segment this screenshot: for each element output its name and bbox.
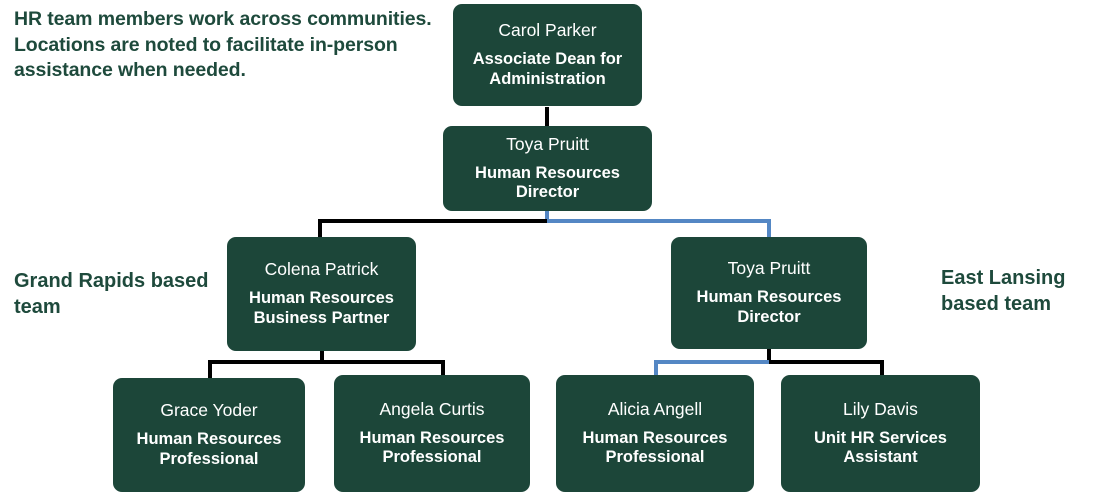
- org-node-toya-pruitt-director[interactable]: Toya Pruitt Human Resources Director: [443, 126, 652, 211]
- connector-bus-left-black: [318, 219, 547, 223]
- connector-gr-bus-right-drop: [441, 360, 445, 378]
- org-node-colena-patrick[interactable]: Colena Patrick Human Resources Business …: [227, 237, 416, 351]
- connector-bus-left-drop: [318, 219, 322, 237]
- node-person-title: Human Resources Professional: [582, 428, 728, 467]
- team-label-grand-rapids: Grand Rapids based team: [14, 270, 209, 318]
- node-person-title: Human Resources Business Partner: [249, 289, 394, 327]
- connector-toya-drop-stub: [545, 211, 549, 223]
- org-node-angela-curtis[interactable]: Angela Curtis Human Resources Profession…: [334, 375, 530, 492]
- connector-el-bus-left-drop: [654, 360, 658, 378]
- connector-toya-east-drop-stub: [767, 349, 771, 364]
- node-person-name: Angela Curtis: [379, 398, 485, 419]
- connector-el-bus-black: [769, 360, 884, 364]
- node-person-name: Alicia Angell: [607, 398, 703, 419]
- connector-gr-bus-left-drop: [208, 360, 212, 378]
- node-person-title: Unit HR Services Assistant: [814, 428, 947, 467]
- connector-bus-right-blue: [547, 219, 771, 223]
- node-person-name: Carol Parker: [498, 20, 597, 41]
- connector-bus-right-drop: [767, 219, 771, 237]
- node-person-title: Human Resources Professional: [136, 430, 282, 468]
- org-node-grace-yoder[interactable]: Grace Yoder Human Resources Professional: [113, 378, 305, 492]
- connector-carol-to-toya: [545, 107, 549, 126]
- node-person-name: Toya Pruitt: [727, 258, 811, 279]
- org-node-lily-davis[interactable]: Lily Davis Unit HR Services Assistant: [781, 375, 980, 492]
- node-person-name: Colena Patrick: [264, 259, 379, 280]
- connector-colena-drop-stub: [320, 351, 324, 364]
- node-person-name: Grace Yoder: [160, 400, 258, 421]
- node-person-name: Lily Davis: [843, 398, 918, 419]
- node-person-name: Toya Pruitt: [506, 133, 589, 154]
- intro-text: HR team members work across communities.…: [14, 8, 432, 82]
- team-label-east-lansing: East Lansing based team: [941, 267, 1066, 315]
- node-person-title: Associate Dean for Administration: [472, 50, 623, 88]
- org-node-toya-pruitt-east-lansing[interactable]: Toya Pruitt Human Resources Director: [671, 237, 867, 349]
- org-node-carol-parker[interactable]: Carol Parker Associate Dean for Administ…: [453, 4, 642, 106]
- node-person-title: Human Resources Director: [696, 288, 842, 326]
- node-person-title: Human Resources Director: [475, 163, 620, 202]
- connector-gr-bus: [208, 360, 445, 364]
- connector-el-bus-right-drop: [880, 360, 884, 378]
- org-node-alicia-angell[interactable]: Alicia Angell Human Resources Profession…: [556, 375, 754, 492]
- connector-el-bus-blue: [654, 360, 769, 364]
- node-person-title: Human Resources Professional: [359, 428, 505, 467]
